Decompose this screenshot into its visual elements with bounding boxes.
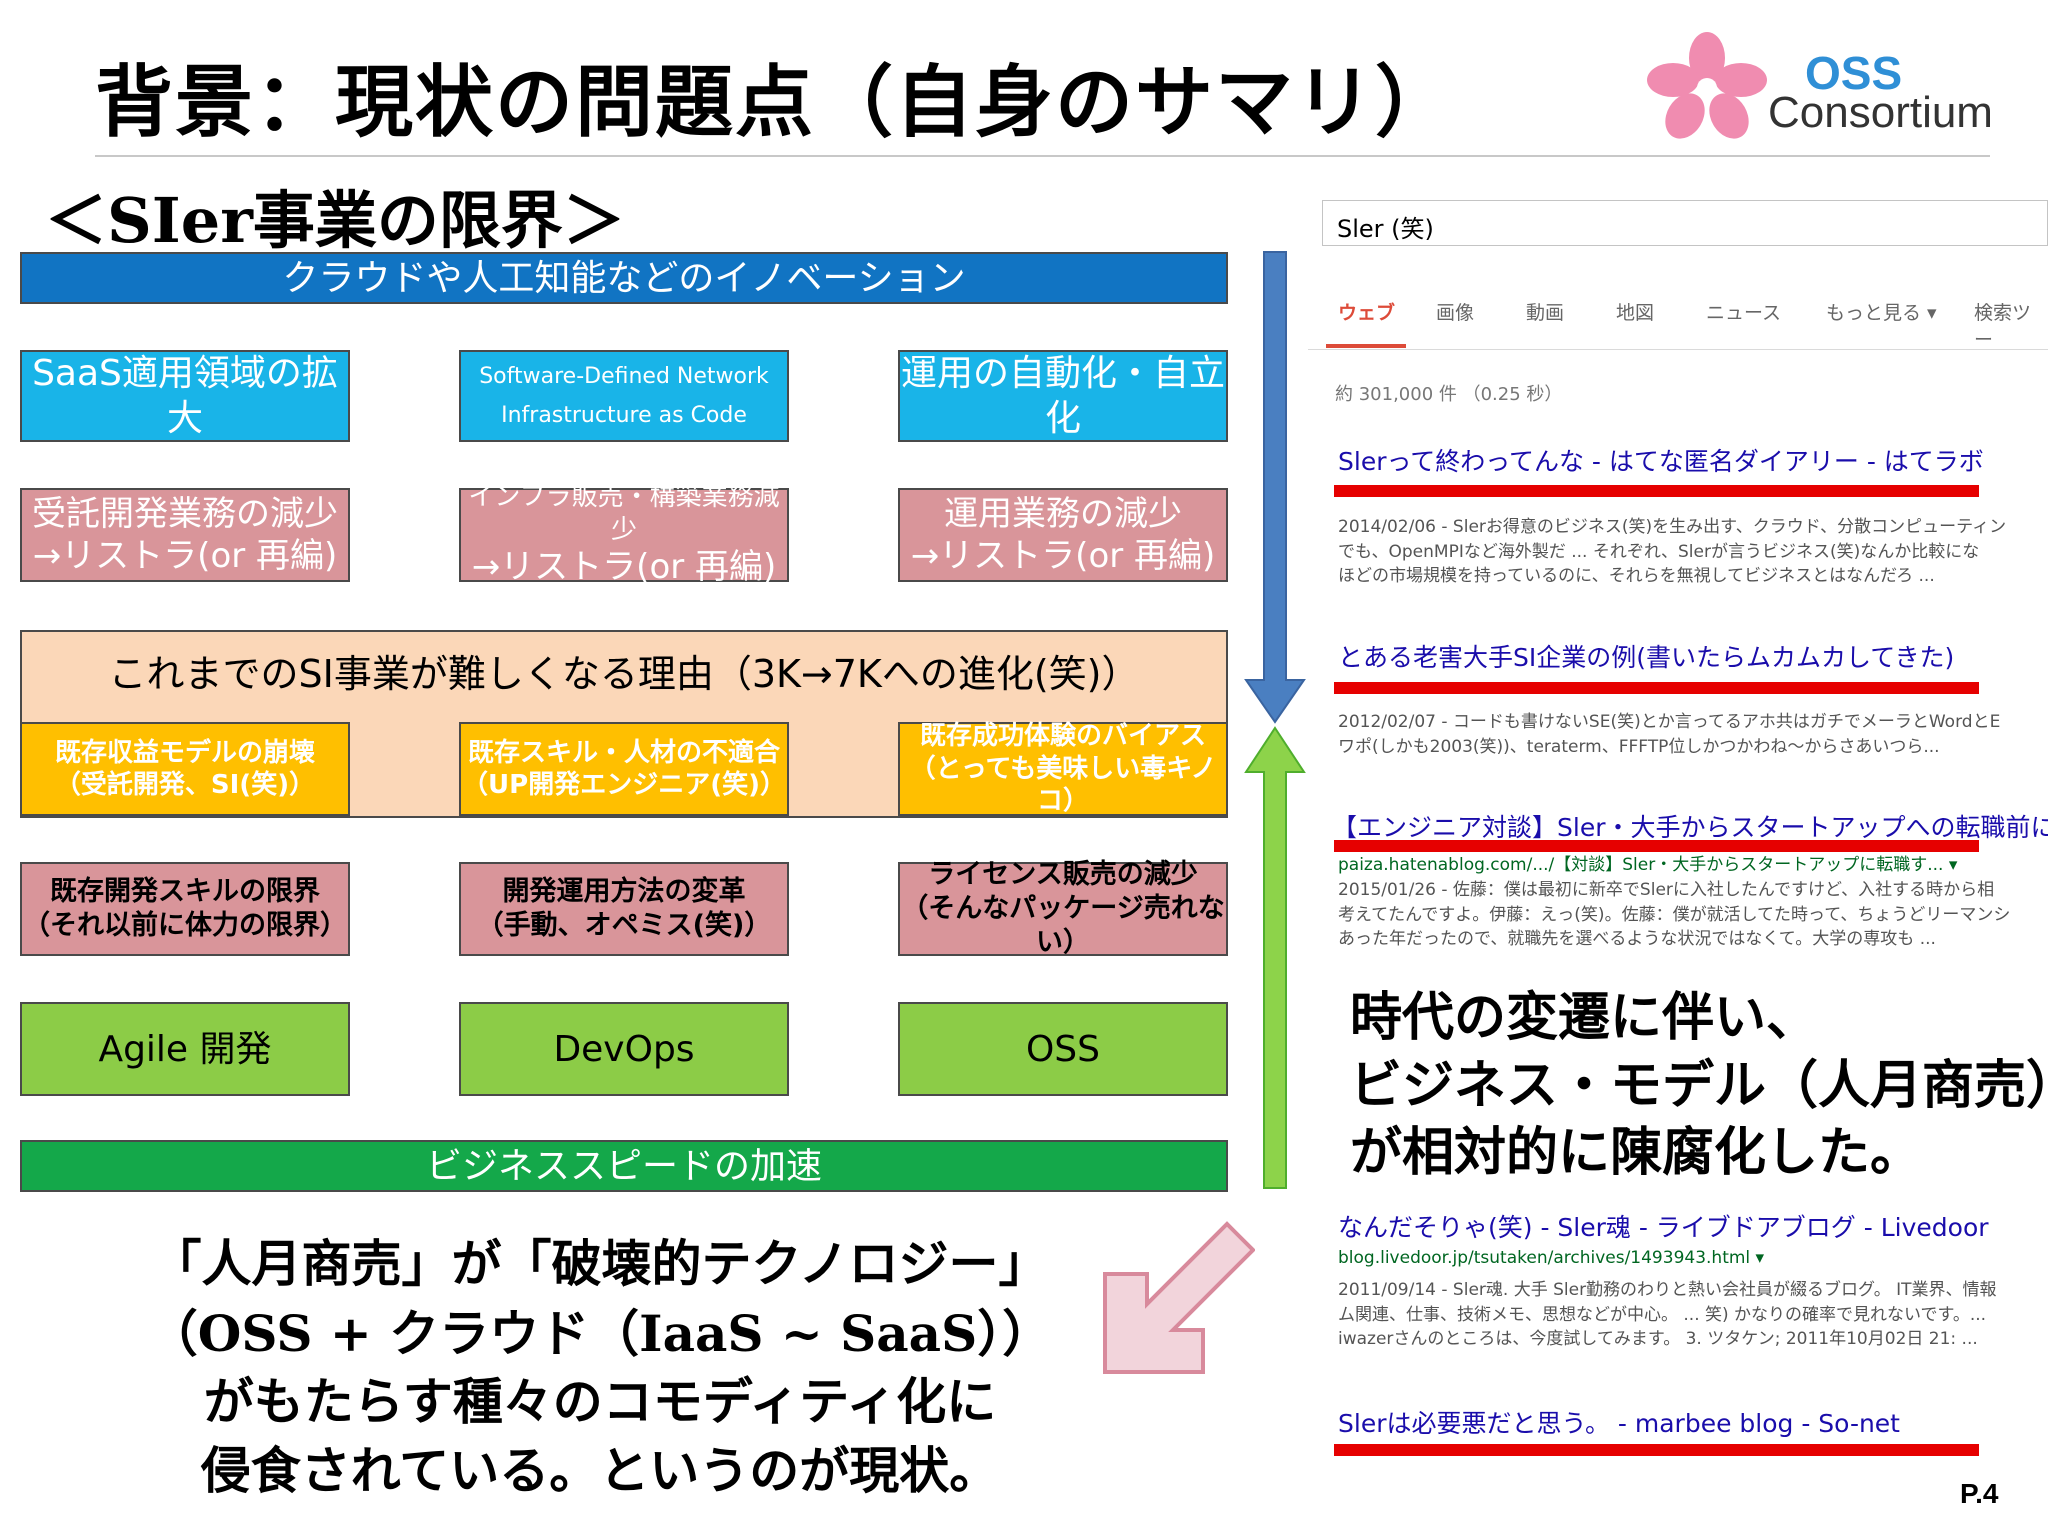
box-line1: インフラ販売・構築業務減少 — [468, 482, 780, 545]
result-snippet: 2015/01/26 - 佐藤：僕は最初に新卒でSlerに入社したんですけど、入… — [1338, 878, 2048, 952]
snippet-line: 2015/01/26 - 佐藤：僕は最初に新卒でSlerに入社したんですけど、入… — [1338, 880, 1995, 900]
search-results-panel — [1308, 192, 2048, 1512]
tab-videos[interactable]: 動画 — [1526, 302, 1565, 324]
green-box-agile: Agile 開発 — [20, 1002, 350, 1096]
box-line1: 既存収益モデルの崩壊 — [54, 737, 315, 768]
box-line2: （受託開発、SI(笑)） — [54, 770, 316, 800]
result-snippet: 2014/02/06 - Slerお得意のビジネス(笑)を生み出す、クラウド、分… — [1338, 515, 2048, 589]
tab-web[interactable]: ウェブ — [1338, 302, 1396, 324]
innovation-bar: クラウドや人工知能などのイノベーション — [20, 252, 1228, 304]
highlight-line — [1334, 840, 1979, 852]
logo-text-oss: OSS — [1805, 47, 1903, 99]
box-line2: （とっても美味しい毒キノコ） — [909, 753, 1217, 817]
message-line: がもたらす種々のコモディティ化に — [203, 1373, 997, 1431]
pink-box-contract-dev: 受託開発業務の減少→リストラ(or 再編) — [20, 488, 350, 582]
reason-title: これまでのSI事業が難しくなる理由（3K→7Kへの進化(笑)） — [108, 652, 1140, 697]
box-line2: →リストラ(or 再編) — [32, 536, 338, 576]
box-line1: 受託開発業務の減少 — [32, 493, 338, 534]
page-number: P.4 — [1960, 1478, 1999, 1509]
snippet-line: iwazerさんのところは、今度試してみます。 3. ツタケン; 2011年10… — [1338, 1329, 1978, 1350]
result-url: blog.livedoor.jp/tsutaken/archives/14939… — [1338, 1248, 1765, 1268]
tab-news[interactable]: ニュース — [1706, 302, 1782, 324]
search-tabs: ウェブ 画像 動画 地図 ニュース もっと見る ▾ 検索ツー — [1308, 290, 2048, 351]
snippet-line: ム関連、仕事、技術メモ、思想などが中心。 ... 笑) かなりの確率で見れないで… — [1338, 1304, 1987, 1325]
yellow-box-revenue-model: 既存収益モデルの崩壊（受託開発、SI(笑)） — [20, 722, 350, 816]
tab-search-tools[interactable]: 検索ツー — [1974, 302, 2032, 351]
reason-box: これまでのSI事業が難しくなる理由（3K→7Kへの進化(笑)） — [20, 630, 1228, 720]
snippet-line: 2011/09/14 - Sler魂. 大手 Sler勤務のわりと熱い会社員が綴… — [1338, 1280, 1997, 1300]
business-speed-bar: ビジネススピードの加速 — [20, 1140, 1228, 1192]
result-url: paiza.hatenablog.com/.../【対談】Sler・大手からスタ… — [1338, 855, 1958, 875]
box-line1: 開発運用方法の変革 — [502, 876, 746, 908]
box-line2: →リストラ(or 再編) — [471, 547, 777, 588]
message-line: 侵食されている。というのが現状。 — [200, 1442, 1000, 1500]
pink-box-license-sales: ライセンス販売の減少（そんなパッケージ売れない） — [898, 859, 1228, 958]
box-line2: （手動、オペミス(笑)） — [476, 910, 772, 941]
green-box-devops: DevOps — [459, 1002, 789, 1096]
diagonal-arrow-icon — [1103, 1221, 1255, 1374]
cyan-box-sdn: Software-Defined Network Infrastructure … — [459, 350, 789, 442]
green-box-oss: OSS — [898, 1002, 1228, 1096]
snippet-line: ワポ(しかも2003(笑))、teraterm、FFFTP位しかつかわね～からさ… — [1338, 736, 1940, 757]
section-subtitle: ＜SIer事業の限界＞ — [45, 184, 625, 257]
box-line2: （それ以前に体力の限界） — [23, 910, 347, 941]
box-line1: 既存成功体験のバイアス — [919, 721, 1206, 752]
message-line: （OSS + クラウド（IaaS ~ SaaS）） — [147, 1304, 1053, 1363]
active-tab-indicator — [1326, 344, 1406, 348]
message-line: ビジネス・モデル（人月商売） — [1350, 1055, 2048, 1116]
box-line1: 既存開発スキルの限界 — [50, 876, 320, 908]
snippet-line: 考えてたんですよ。伊藤：えっ(笑)。佐藤：僕が就活してた時って、ちょうどリーマン… — [1338, 904, 2011, 925]
title-divider — [95, 155, 1990, 157]
result-snippet: 2011/09/14 - Sler魂. 大手 Sler勤務のわりと熱い会社員が綴… — [1338, 1278, 2048, 1352]
box-line1: SaaS適用領域の拡大 — [32, 353, 338, 439]
message-line: 「人月商売」が「破壊的テクノロジー」 — [151, 1235, 1049, 1293]
box-line1: ライセンス販売の減少 — [928, 859, 1198, 891]
box-line1: Software-Defined Network — [479, 363, 769, 389]
right-message: 時代の変遷に伴い、 ビジネス・モデル（人月商売） が相対的に陳腐化した。 — [1340, 985, 2048, 1188]
cyan-box-saas: SaaS適用領域の拡大 — [20, 350, 350, 442]
message-line: 時代の変遷に伴い、 — [1350, 988, 1819, 1048]
message-line: が相対的に陳腐化した。 — [1350, 1123, 1923, 1184]
result-title[interactable]: Slerって終わってんな - はてな匿名ダイアリー - はてラボ — [1338, 447, 1984, 476]
yellow-box-bias: 既存成功体験のバイアス（とっても美味しい毒キノコ） — [898, 721, 1228, 817]
box-line1: 既存スキル・人材の不適合 — [467, 737, 780, 768]
logo-text-consortium: Consortium — [1768, 88, 1993, 137]
snippet-line: あった年だったので、就職先を選べるような状況ではなくて。大学の専攻も ... — [1338, 929, 1936, 950]
box-line2: Infrastructure as Code — [501, 403, 747, 428]
box-line2: （そんなパッケージ売れない） — [901, 893, 1225, 958]
snippet-line: ほどの市場規模を持っているのに、それらを無視してビジネスとはなんだろ ... — [1338, 566, 1935, 587]
snippet-line: 2012/02/07 - コードも書けないSE(笑)とか言ってるアホ共はガチでメ… — [1338, 712, 2001, 732]
result-title[interactable]: Slerは必要悪だと思う。 - marbee blog - So-net — [1338, 1409, 1900, 1438]
result-title[interactable]: 【エンジニア対談】Sler・大手からスタートアップへの転職前に知 — [1332, 813, 2048, 842]
snippet-line: 2014/02/06 - Slerお得意のビジネス(笑)を生み出す、クラウド、分… — [1338, 517, 2007, 537]
bottom-message: 「人月商売」が「破壊的テクノロジー」 （OSS + クラウド（IaaS ~ Sa… — [100, 1230, 1100, 1506]
search-input[interactable]: Sler (笑) — [1322, 200, 2048, 246]
cyan-box-automation: 運用の自動化・自立化 — [898, 350, 1228, 442]
pink-box-dev-skill-limit: 既存開発スキルの限界（それ以前に体力の限界） — [20, 862, 350, 956]
tab-maps[interactable]: 地図 — [1616, 302, 1655, 324]
box-line2: （UP開発エンジニア(笑)） — [462, 770, 786, 800]
box-line2: →リストラ(or 再編) — [910, 536, 1216, 576]
result-stats: 約 301,000 件 （0.25 秒） — [1335, 384, 1563, 405]
sakura-logo-icon — [1647, 32, 1767, 139]
pink-box-infra: インフラ販売・構築業務減少→リストラ(or 再編) — [459, 482, 789, 587]
highlight-line — [1334, 1444, 1979, 1456]
highlight-line — [1334, 682, 1979, 694]
pink-box-operations: 運用業務の減少→リストラ(or 再編) — [898, 488, 1228, 582]
box-line1: 運用業務の減少 — [943, 493, 1182, 534]
tab-images[interactable]: 画像 — [1436, 302, 1475, 324]
highlight-line — [1334, 485, 1979, 497]
pink-box-devops-change: 開発運用方法の変革（手動、オペミス(笑)） — [459, 862, 789, 956]
yellow-box-skills: 既存スキル・人材の不適合（UP開発エンジニア(笑)） — [459, 722, 789, 816]
result-title[interactable]: とある老害大手SI企業の例(書いたらムカムカしてきた) — [1338, 643, 1955, 672]
result-snippet: 2012/02/07 - コードも書けないSE(笑)とか言ってるアホ共はガチでメ… — [1338, 710, 2048, 759]
result-title[interactable]: なんだそりゃ(笑) - Sler魂 - ライブドアブログ - Livedoor — [1338, 1213, 1989, 1242]
tab-more[interactable]: もっと見る ▾ — [1826, 302, 1937, 324]
box-line1: 運用の自動化・自立化 — [900, 353, 1225, 439]
page-title: 背景：現状の問題点（自身のサマリ） — [95, 58, 1456, 148]
vertical-arrows-icon — [1244, 251, 1306, 1189]
snippet-line: でも、OpenMPIなど海外製だ ... それぞれ、Slerが言うビジネス(笑)… — [1338, 541, 1980, 562]
